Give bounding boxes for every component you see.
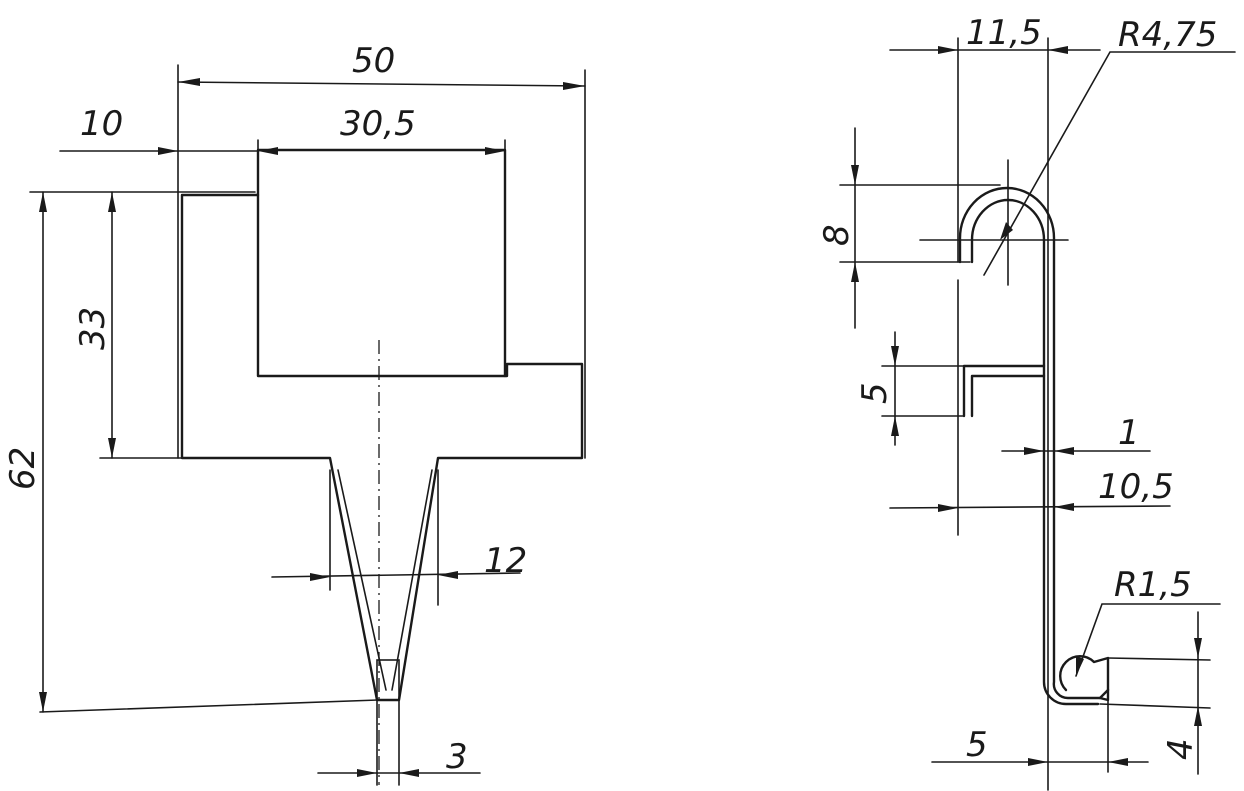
arrowhead (399, 769, 419, 777)
dim-label-50: 50 (352, 41, 395, 81)
arrowhead (438, 571, 458, 579)
side-step (962, 364, 1046, 418)
arrowhead (851, 262, 859, 282)
arrowhead (1054, 447, 1074, 455)
dim-line-10-5 (889, 505, 1171, 509)
ext-line (1107, 657, 1211, 661)
arrowhead (1000, 222, 1013, 240)
front-neck-inner-right (391, 469, 433, 691)
front-outline (180, 193, 584, 702)
dim-line-50 (177, 81, 586, 87)
dim-label-30-5: 30,5 (340, 104, 416, 144)
arrowhead (39, 692, 47, 712)
arrowhead (1108, 758, 1128, 766)
arrowhead (891, 416, 899, 436)
dim-label-3: 3 (446, 737, 468, 777)
dim-label-r1-5: R1,5 (1114, 565, 1192, 605)
arrowhead (1028, 758, 1048, 766)
arrowhead (938, 46, 958, 54)
leader-r4-75 (983, 51, 1236, 276)
arrowhead (563, 82, 585, 90)
dim-label-4: 4 (1161, 738, 1201, 760)
dim-label-11-5: 11,5 (966, 13, 1042, 53)
arrowhead (1194, 638, 1202, 658)
front-window (256, 148, 507, 378)
dim-label-62: 62 (3, 447, 43, 490)
side-tip-hook (1059, 655, 1110, 702)
front-neck-inner-left (337, 469, 387, 691)
arrowhead (851, 165, 859, 185)
dim-label-33: 33 (73, 307, 113, 350)
dim-label-10-5: 10,5 (1098, 467, 1174, 507)
arrowhead (108, 438, 116, 458)
arrowhead (258, 147, 278, 155)
dim-label-r4-75: R4,75 (1118, 15, 1217, 55)
arrowhead (938, 504, 958, 512)
arrowhead (485, 147, 505, 155)
leader-r1-5 (1075, 603, 1221, 677)
arrowhead (158, 147, 178, 155)
arrowhead (891, 346, 899, 366)
front-view: 50 10 30,5 33 62 12 3 (3, 41, 586, 786)
side-view: 11,5 R4,75 8 5 1 10,5 R1,5 5 (817, 13, 1236, 791)
dim-line-12 (271, 572, 521, 578)
side-profile-inner (970, 198, 1100, 706)
dim-label-12: 12 (484, 541, 527, 581)
arrowhead (310, 573, 330, 581)
ext-line (1099, 703, 1211, 709)
side-profile-outer (958, 186, 1110, 700)
arrowhead (1076, 656, 1084, 676)
arrowhead (357, 769, 377, 777)
arrowhead (178, 78, 200, 86)
dim-label-1: 1 (1118, 413, 1140, 453)
front-tip (376, 659, 400, 701)
arrowhead (39, 192, 47, 212)
dim-label-10: 10 (80, 104, 123, 144)
arrowhead (108, 192, 116, 212)
dim-label-5-step: 5 (855, 382, 895, 404)
ext-line (39, 699, 379, 713)
arrowhead (1054, 503, 1074, 511)
arrowhead (1194, 706, 1202, 726)
arrowhead (1048, 46, 1068, 54)
dim-label-5-tip: 5 (966, 725, 988, 765)
dim-label-8: 8 (817, 224, 857, 246)
arrowhead (1024, 447, 1044, 455)
